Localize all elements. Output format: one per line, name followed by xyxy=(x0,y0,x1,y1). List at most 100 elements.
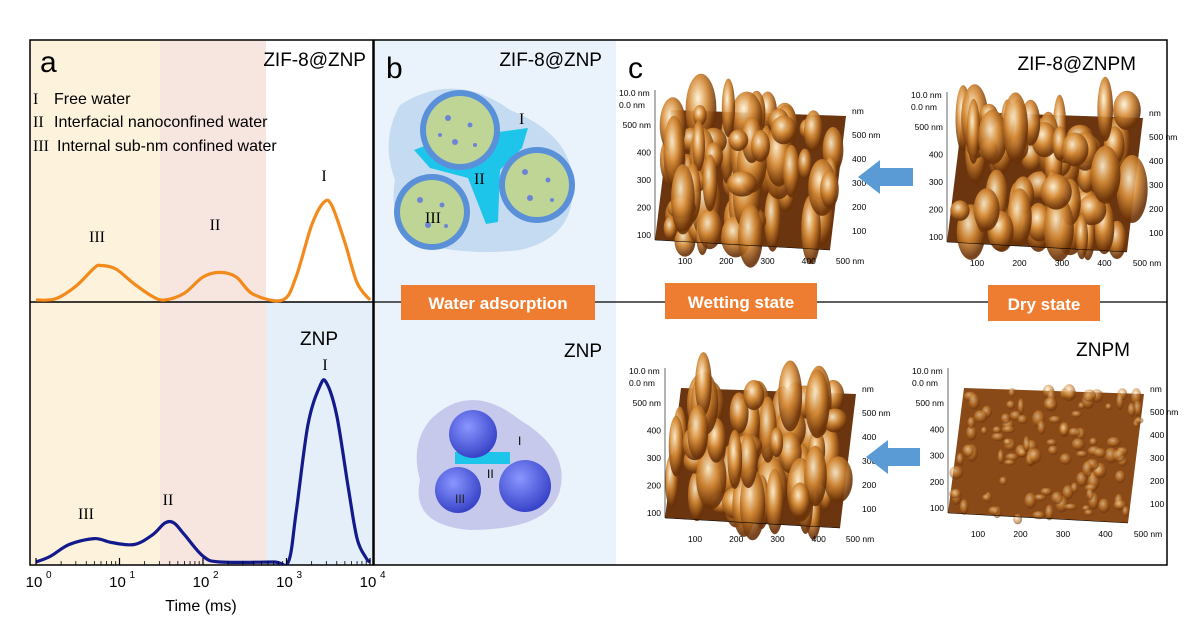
afm-peak xyxy=(1040,174,1072,210)
series-line-znp xyxy=(35,378,372,565)
afm-peak xyxy=(663,216,678,240)
afm-y-tick-right: nm xyxy=(1149,108,1161,118)
afm-peak xyxy=(1051,491,1063,505)
afm-peak xyxy=(823,456,853,503)
afm-peak xyxy=(751,130,770,162)
afm-peak xyxy=(697,208,722,250)
afm-y-tick-right: 100 xyxy=(862,504,876,514)
afm-peak xyxy=(1068,427,1081,437)
afm-peak xyxy=(738,204,763,268)
panel-a: a ZIF-8@ZNP I Free water II Interfacial … xyxy=(26,39,386,615)
afm-x-tick: 200 xyxy=(1013,529,1027,539)
panel-c-top-title: ZIF-8@ZNPM xyxy=(1018,54,1137,75)
afm-peak xyxy=(1037,420,1046,435)
afm-peak xyxy=(1046,439,1057,446)
afm-peak xyxy=(962,444,974,458)
afm-peak xyxy=(1071,410,1083,418)
afm-y-tick-left: 400 xyxy=(929,150,943,160)
afm-y-tick-right: 300 xyxy=(852,178,866,188)
peak-label-bottom-iii: III xyxy=(78,506,94,523)
afm-x-tick: 300 xyxy=(1056,529,1070,539)
afm-peak xyxy=(721,78,736,138)
afm-y-tick-right: 400 xyxy=(862,432,876,442)
afm-y-tick-right: 200 xyxy=(852,202,866,212)
afm-peak xyxy=(1114,470,1126,484)
water-adsorption-label: Water adsorption xyxy=(428,294,567,313)
bottom-label-iii: III xyxy=(455,492,465,506)
znp-illustration: I II III xyxy=(416,400,562,530)
afm-peak xyxy=(695,352,712,416)
x-tick-exponent: 3 xyxy=(297,570,303,581)
afm-peak xyxy=(1116,392,1124,410)
znp-particle-3 xyxy=(499,460,551,512)
afm-peak xyxy=(727,171,757,197)
afm-y-tick-right: 500 nm xyxy=(862,408,890,418)
panel-b-letter: b xyxy=(386,52,403,85)
afm-x-tick: 200 xyxy=(729,534,743,544)
afm-peak xyxy=(1023,436,1030,453)
chart-lines xyxy=(35,198,372,565)
wetting-state-box xyxy=(665,283,817,319)
afm-peak xyxy=(668,415,684,477)
afm-peak xyxy=(1004,459,1016,466)
afm-peak xyxy=(1082,461,1093,478)
afm-x-axis xyxy=(946,241,1128,253)
afm-peak xyxy=(968,393,980,410)
x-tick-exponent: 1 xyxy=(130,570,136,581)
legend-text-2: Interfacial nanoconfined water xyxy=(54,114,268,131)
afm-peak xyxy=(1001,425,1016,434)
afm-y-tick-right: nm xyxy=(852,106,864,116)
x-tick-label: 10 xyxy=(193,574,210,591)
afm-peak xyxy=(997,449,1004,465)
afm-y-tick-left: 100 xyxy=(647,508,661,518)
panel-b-bottom-title: ZNP xyxy=(564,341,602,362)
afm-peak xyxy=(739,434,758,488)
afm-peak xyxy=(1071,438,1085,451)
afm-y-tick-right: 300 xyxy=(862,456,876,466)
afm-peak xyxy=(1116,155,1148,223)
afm-z-max-label: 10.0 nm xyxy=(912,366,943,376)
x-tick-label: 10 xyxy=(109,574,126,591)
panel-bc-frame xyxy=(373,39,1168,566)
afm-peak xyxy=(783,144,800,198)
znp-particle-1 xyxy=(449,410,497,458)
afm-x-tick: 100 xyxy=(678,256,692,266)
series-line-zif8-znp xyxy=(35,198,372,303)
afm-x-tick: 400 xyxy=(802,256,816,266)
bottom-label-ii: II xyxy=(487,467,494,481)
afm-x-tick: 500 nm xyxy=(1134,529,1162,539)
afm-peak xyxy=(1062,485,1074,500)
afm-peak xyxy=(789,482,811,519)
afm-peak xyxy=(1113,90,1141,131)
afm-z-max-label: 10.0 nm xyxy=(629,366,660,376)
afm-x-tick: 400 xyxy=(1097,258,1111,268)
afm-peak xyxy=(1003,438,1012,446)
afm-peak xyxy=(687,405,709,460)
top-label-iii: III xyxy=(425,210,441,227)
x-tick-exponent: 4 xyxy=(380,570,386,581)
x-tick-exponent: 0 xyxy=(46,570,52,581)
afm-peak xyxy=(973,188,1000,232)
afm-x-axis xyxy=(947,512,1129,524)
afm-peak xyxy=(1063,384,1076,402)
afm-peak xyxy=(804,110,823,152)
afm-z-max-label: 10.0 nm xyxy=(619,88,650,98)
afm-y-tick-right: 100 xyxy=(852,226,866,236)
afm-peak xyxy=(1043,397,1057,411)
afm-peak xyxy=(1017,414,1028,425)
afm-peak xyxy=(1061,132,1089,167)
afm-x-tick: 500 nm xyxy=(846,534,874,544)
afm-peak xyxy=(728,129,749,152)
legend-roman-2: II xyxy=(33,114,44,131)
afm-peak xyxy=(1133,400,1142,417)
afm-peak xyxy=(1040,487,1053,496)
afm-peak xyxy=(982,494,990,502)
panel-a-top-title: ZIF-8@ZNP xyxy=(263,50,366,71)
afm-y-tick-right: 400 xyxy=(1150,430,1164,440)
afm-y-tick-right: 400 xyxy=(1149,156,1163,166)
afm-peak xyxy=(1000,413,1011,424)
afm-y-tick-right: 500 nm xyxy=(1149,132,1177,142)
afm-x-axis xyxy=(654,239,831,251)
